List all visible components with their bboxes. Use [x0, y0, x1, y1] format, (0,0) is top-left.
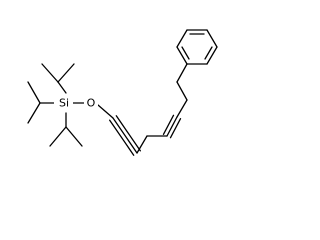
silicon-label: Si — [59, 97, 69, 110]
c-o-bond — [97, 104, 114, 119]
oxygen-label: O — [87, 97, 96, 110]
benzene-ring — [176, 29, 218, 65]
isopropyl-group-bottom — [49, 112, 83, 147]
ring-double-bond — [204, 46, 213, 60]
ring-bond — [176, 46, 188, 65]
chain-bond — [176, 99, 188, 118]
triple-bond-left — [109, 115, 141, 156]
ring-double-bond — [181, 46, 190, 60]
chain-bond — [176, 81, 188, 101]
ring-bond — [206, 46, 218, 65]
triple-bond-right — [162, 114, 182, 139]
structure-diagram: Si O — [27, 29, 218, 156]
ring-bond — [206, 29, 218, 48]
chain-bond — [136, 135, 148, 154]
chain-bond — [176, 63, 188, 83]
oxygen-atom: O — [84, 96, 98, 110]
isopropyl-group-top — [41, 63, 75, 94]
isopropyl-group-left — [27, 81, 56, 124]
ring-bond — [176, 29, 188, 48]
silicon-atom: Si — [54, 96, 73, 110]
